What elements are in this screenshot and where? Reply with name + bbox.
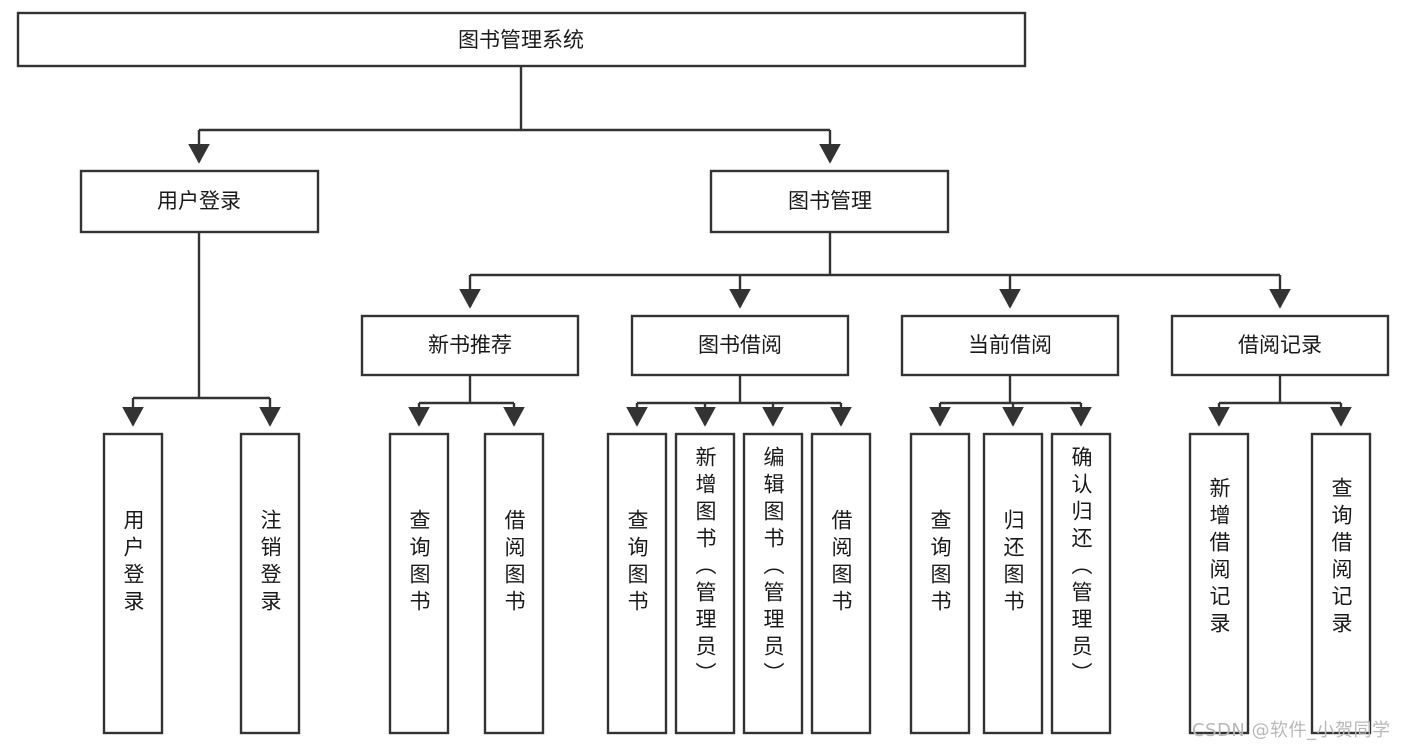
node-leaf-confirm-return-admin-box[interactable]: [1050, 432, 1112, 735]
node-book-borrow-box[interactable]: [630, 314, 850, 377]
node-user-login[interactable]: 用户登录: [79, 169, 320, 234]
node-current-borrow-label: 当前借阅: [968, 333, 1052, 357]
node-root[interactable]: 图书管理系统: [16, 11, 1027, 68]
node-root-box[interactable]: [16, 11, 1027, 68]
node-book-management-box[interactable]: [709, 169, 950, 234]
node-new-book-recommend-label: 新书推荐: [428, 333, 512, 357]
node-leaf-query-book-recommend-box[interactable]: [388, 432, 450, 735]
node-book-borrow-label: 图书借阅: [698, 333, 782, 357]
node-borrow-record[interactable]: 借阅记录: [1170, 314, 1390, 377]
node-leaf-user-logout-box[interactable]: [239, 432, 301, 735]
node-leaf-borrow-book-box[interactable]: [810, 432, 872, 735]
node-leaf-user-login-box[interactable]: [102, 432, 164, 735]
node-new-book-recommend-box[interactable]: [360, 314, 580, 377]
node-current-borrow[interactable]: 当前借阅: [900, 314, 1120, 377]
node-borrow-record-box[interactable]: [1170, 314, 1390, 377]
node-user-login-label: 用户登录: [157, 189, 241, 213]
node-leaf-query-book-borrow-box[interactable]: [606, 432, 668, 735]
node-leaf-add-borrow-record-box[interactable]: [1188, 432, 1250, 735]
node-book-borrow[interactable]: 图书借阅: [630, 314, 850, 377]
node-leaf-query-borrow-record-box[interactable]: [1310, 432, 1372, 735]
node-leaf-edit-book-admin-box[interactable]: [742, 432, 804, 735]
node-leaf-borrow-book-recommend-box[interactable]: [483, 432, 545, 735]
connector-group: [122, 66, 1352, 427]
node-leaf-query-book-current-box[interactable]: [909, 432, 971, 735]
node-leaf-add-book-admin-box[interactable]: [674, 432, 736, 735]
node-root-label: 图书管理系统: [458, 28, 584, 52]
node-user-login-box[interactable]: [79, 169, 320, 234]
node-leaf-return-book-box[interactable]: [982, 432, 1044, 735]
node-book-management-label: 图书管理: [788, 189, 872, 213]
node-book-management[interactable]: 图书管理: [709, 169, 950, 234]
node-current-borrow-box[interactable]: [900, 314, 1120, 377]
csdn-watermark: CSDN @软件_小贺同学: [1192, 720, 1391, 741]
node-new-book-recommend[interactable]: 新书推荐: [360, 314, 580, 377]
node-borrow-record-label: 借阅记录: [1238, 333, 1322, 357]
